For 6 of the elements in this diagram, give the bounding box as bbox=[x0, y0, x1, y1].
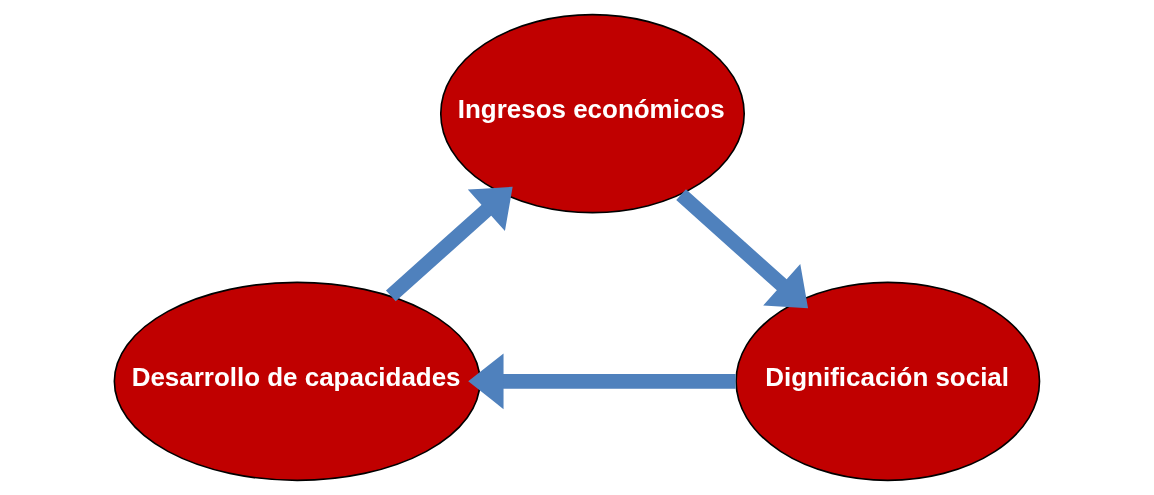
node-ellipse: Desarrollo de capacidades bbox=[113, 281, 481, 482]
node-ellipse: Ingresos económicos bbox=[439, 13, 745, 214]
node-ellipse: Dignificación social bbox=[735, 281, 1041, 482]
arrow bbox=[676, 189, 809, 309]
arrow bbox=[468, 353, 736, 410]
arrow bbox=[386, 186, 513, 302]
